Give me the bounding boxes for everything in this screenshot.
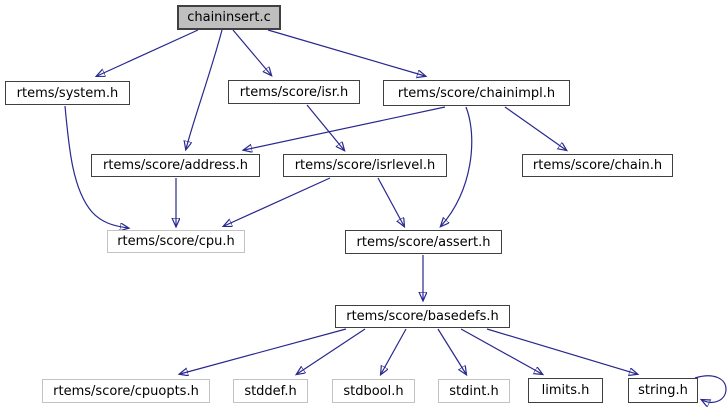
node-score-cpuopts-h: rtems/score/cpuopts.h [42, 379, 210, 403]
edge-isr-to-isrlevel [306, 104, 344, 150]
node-rtems-system-h[interactable]: rtems/system.h [5, 81, 130, 105]
edge-chaininsert-to-address [186, 29, 223, 149]
edge-chaininsert-to-system [97, 29, 199, 76]
node-score-address-h[interactable]: rtems/score/address.h [91, 154, 260, 177]
edge-basedefs-to-string [486, 328, 637, 374]
edge-string-self-loop [694, 375, 727, 403]
node-stddef-h: stddef.h [233, 379, 308, 403]
edge-isrlevel-to-assert [377, 177, 404, 226]
edge-chaininsert-to-chainimpl [267, 29, 425, 76]
node-stdint-h: stdint.h [438, 379, 510, 403]
node-score-assert-h[interactable]: rtems/score/assert.h [345, 230, 502, 254]
node-limits-h[interactable]: limits.h [528, 378, 603, 403]
node-score-chain-h[interactable]: rtems/score/chain.h [522, 154, 673, 177]
edge-basedefs-to-cpuopts [180, 328, 347, 374]
edge-system-to-cpu [64, 105, 128, 228]
edge-basedefs-to-stdbool [381, 328, 407, 374]
node-score-basedefs-h[interactable]: rtems/score/basedefs.h [335, 305, 510, 328]
node-score-isr-h[interactable]: rtems/score/isr.h [228, 80, 360, 104]
edge-basedefs-to-stddef [297, 328, 366, 374]
edge-chainimpl-to-address [244, 106, 446, 150]
edge-isrlevel-to-cpu [224, 177, 331, 226]
node-chaininsert-c: chaininsert.c [177, 5, 281, 30]
node-score-cpu-h: rtems/score/cpu.h [107, 230, 245, 253]
edge-chaininsert-to-isr [232, 29, 271, 75]
edge-basedefs-to-stdint [437, 328, 466, 374]
edge-chainimpl-to-chain [504, 106, 566, 150]
node-stdbool-h: stdbool.h [332, 379, 415, 403]
node-score-chainimpl-h[interactable]: rtems/score/chainimpl.h [383, 80, 570, 106]
node-score-isrlevel-h[interactable]: rtems/score/isrlevel.h [283, 154, 447, 177]
edge-basedefs-to-limits [460, 328, 542, 374]
edge-chainimpl-to-assert [441, 106, 473, 226]
node-string-h[interactable]: string.h [628, 378, 698, 403]
